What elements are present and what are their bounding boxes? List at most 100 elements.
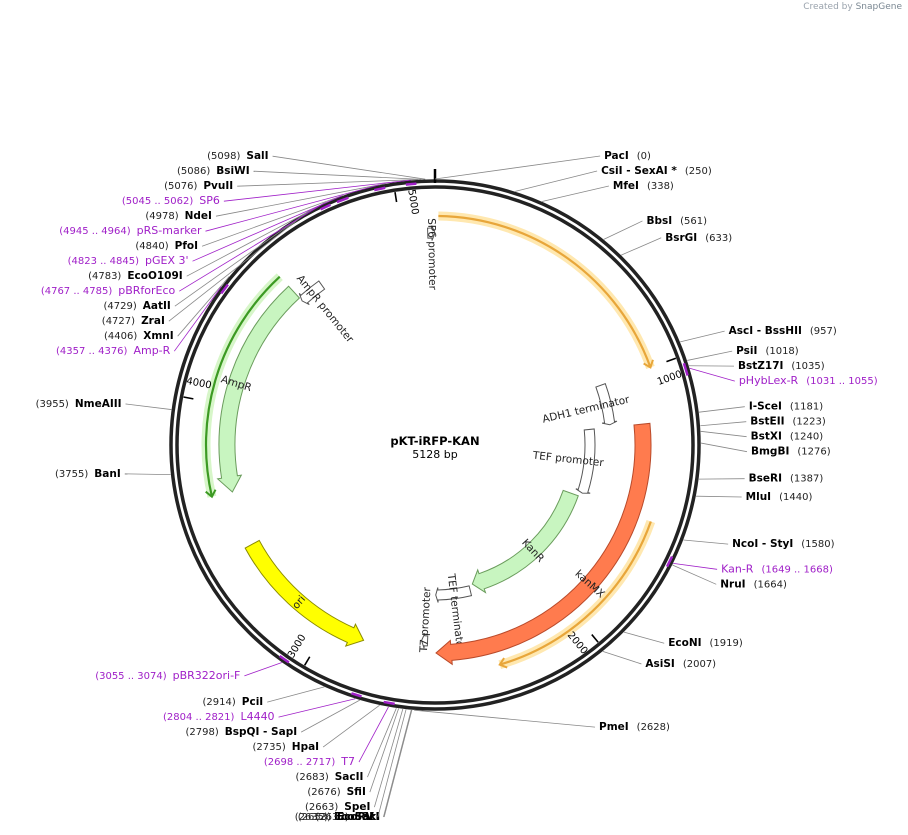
site-label: PsiI(1018): [736, 345, 799, 357]
primer-binding-mark: [278, 654, 290, 664]
snapgene-logo-text: SnapGene: [855, 2, 902, 12]
site-name: AatII: [143, 300, 171, 312]
site-label: (2735)HpaI: [253, 741, 320, 753]
primer-binding-mark: [682, 362, 689, 376]
site-position: (4945 .. 4964): [59, 226, 131, 237]
primer-binding-mark: [351, 692, 362, 698]
site-label: (4406)XmnI: [104, 330, 174, 342]
orf-arc-line: [499, 521, 652, 666]
site-position: (2635): [295, 812, 328, 823]
site-label: AscI - BssHII(957): [729, 325, 837, 337]
site-position: (2804 .. 2821): [163, 712, 235, 723]
site-sfii: (2676) SfiI: [307, 708, 399, 798]
primer-binding-mark: [405, 182, 417, 186]
site-spei: (2663)SpeI: [305, 708, 404, 813]
feature-label: ADH1 terminator: [541, 393, 631, 425]
site-hpai: (2735)HpaI: [253, 704, 380, 753]
site-zrai: (4727)ZraI: [102, 210, 310, 327]
site-position: (1181): [790, 402, 823, 413]
site-name: SacII: [335, 771, 364, 783]
site-pfoi: (4840)PfoI: [135, 195, 344, 252]
scale-tick-label: 5000: [405, 189, 420, 216]
site-position: (1664): [754, 579, 787, 590]
site-position: (4729): [104, 301, 137, 312]
scale-tick: [666, 357, 677, 363]
site-label: NruI (1664): [720, 578, 787, 590]
site-position: (2663): [305, 802, 338, 813]
site-paci: PacI(0): [434, 150, 651, 180]
leader-line: [322, 704, 380, 748]
orf-arrowhead: [643, 359, 654, 369]
site-mlui: MluI(1440): [696, 491, 812, 503]
site-position: (2676): [307, 787, 340, 798]
site-name: SfiI: [347, 786, 366, 798]
feature-label: AmpR promoter: [294, 273, 356, 346]
site-name: pRS-marker: [137, 224, 202, 237]
site-label: (2653)EcoRV: [298, 811, 375, 823]
site-label: (4727)ZraI: [102, 315, 165, 327]
scale-tick: [183, 396, 194, 400]
site-label: (4945 .. 4964) pRS-marker: [59, 224, 202, 237]
site-name: T7: [340, 755, 355, 768]
leader-line: [689, 367, 735, 382]
feature-tef-promoter: TEF promoter: [531, 428, 605, 494]
site-position: (4783): [88, 271, 121, 282]
site-label: CsiI - SexAI *(250): [601, 165, 712, 177]
snapgene-credit: Created by SnapGene: [803, 2, 902, 12]
feature-kanr: KanR: [471, 489, 579, 594]
site-pvuii: (5076)PvuII: [164, 179, 419, 192]
leader-line: [174, 209, 311, 307]
primer-sp6: (5045 .. 5062)SP6: [122, 179, 417, 207]
site-position: (4823 .. 4845): [68, 256, 140, 267]
site-name: BstXI: [751, 431, 782, 443]
site-name: NdeI: [185, 210, 212, 222]
site-label: (4767 .. 4785)pBRforEco: [41, 284, 176, 297]
feature-arrow: [421, 633, 429, 649]
site-name: NcoI - StyI: [732, 538, 793, 550]
site-name: BseRI: [749, 473, 782, 485]
site-name: BstEII: [750, 416, 784, 428]
site-sali: (5098)SalI: [207, 150, 426, 180]
feature-arrow: [298, 280, 326, 306]
site-position: (3055 .. 3074): [95, 671, 167, 682]
site-label: (4840)PfoI: [135, 240, 198, 252]
site-name: BmgBI: [751, 446, 789, 458]
site-label: (5045 .. 5062)SP6: [122, 194, 220, 207]
site-ncoi-styi: NcoI - StyI(1580): [683, 538, 835, 550]
scale-tick-label: 4000: [185, 376, 212, 392]
leader-line: [125, 403, 172, 410]
site-label: BstXI(1240): [751, 431, 824, 443]
credit-prefix: Created by: [803, 2, 853, 12]
leader-line: [223, 179, 411, 202]
leader-line: [278, 698, 356, 718]
site-name: BspQI - SapI: [225, 726, 297, 738]
leader-line: [383, 709, 412, 818]
primer-binding-mark: [665, 556, 674, 568]
site-name: NruI: [720, 578, 745, 590]
site-label: (2676) SfiI: [307, 786, 366, 798]
leader-line: [680, 330, 725, 343]
site-name: EcoNI: [668, 637, 701, 649]
site-ecoo109i: (4783)EcoO109I: [88, 202, 327, 282]
site-position: (4978): [145, 211, 178, 222]
site-label: I-SceI(1181): [749, 401, 823, 413]
site-label: (4729) AatII: [104, 300, 171, 312]
site-name: pHybLex-R: [739, 374, 799, 387]
site-label: BstEII(1223): [750, 416, 826, 428]
site-label: (2637)SacI: [315, 811, 379, 823]
site-asisi: AsiSI(2007): [602, 651, 716, 670]
primer-kan-r: Kan-R(1649 .. 1668): [665, 556, 833, 575]
site-name: BanI: [94, 468, 120, 480]
site-position: (3955): [36, 399, 69, 410]
site-position: (4727): [102, 316, 135, 327]
leader-line: [698, 406, 745, 413]
site-label: Kan-R(1649 .. 1668): [721, 562, 833, 575]
primer-binding-mark: [336, 196, 349, 204]
leader-line: [124, 473, 171, 475]
leader-line: [434, 155, 601, 180]
leader-line: [672, 564, 717, 585]
leader-line: [623, 631, 665, 644]
site-name: AscI - BssHII: [729, 325, 802, 337]
